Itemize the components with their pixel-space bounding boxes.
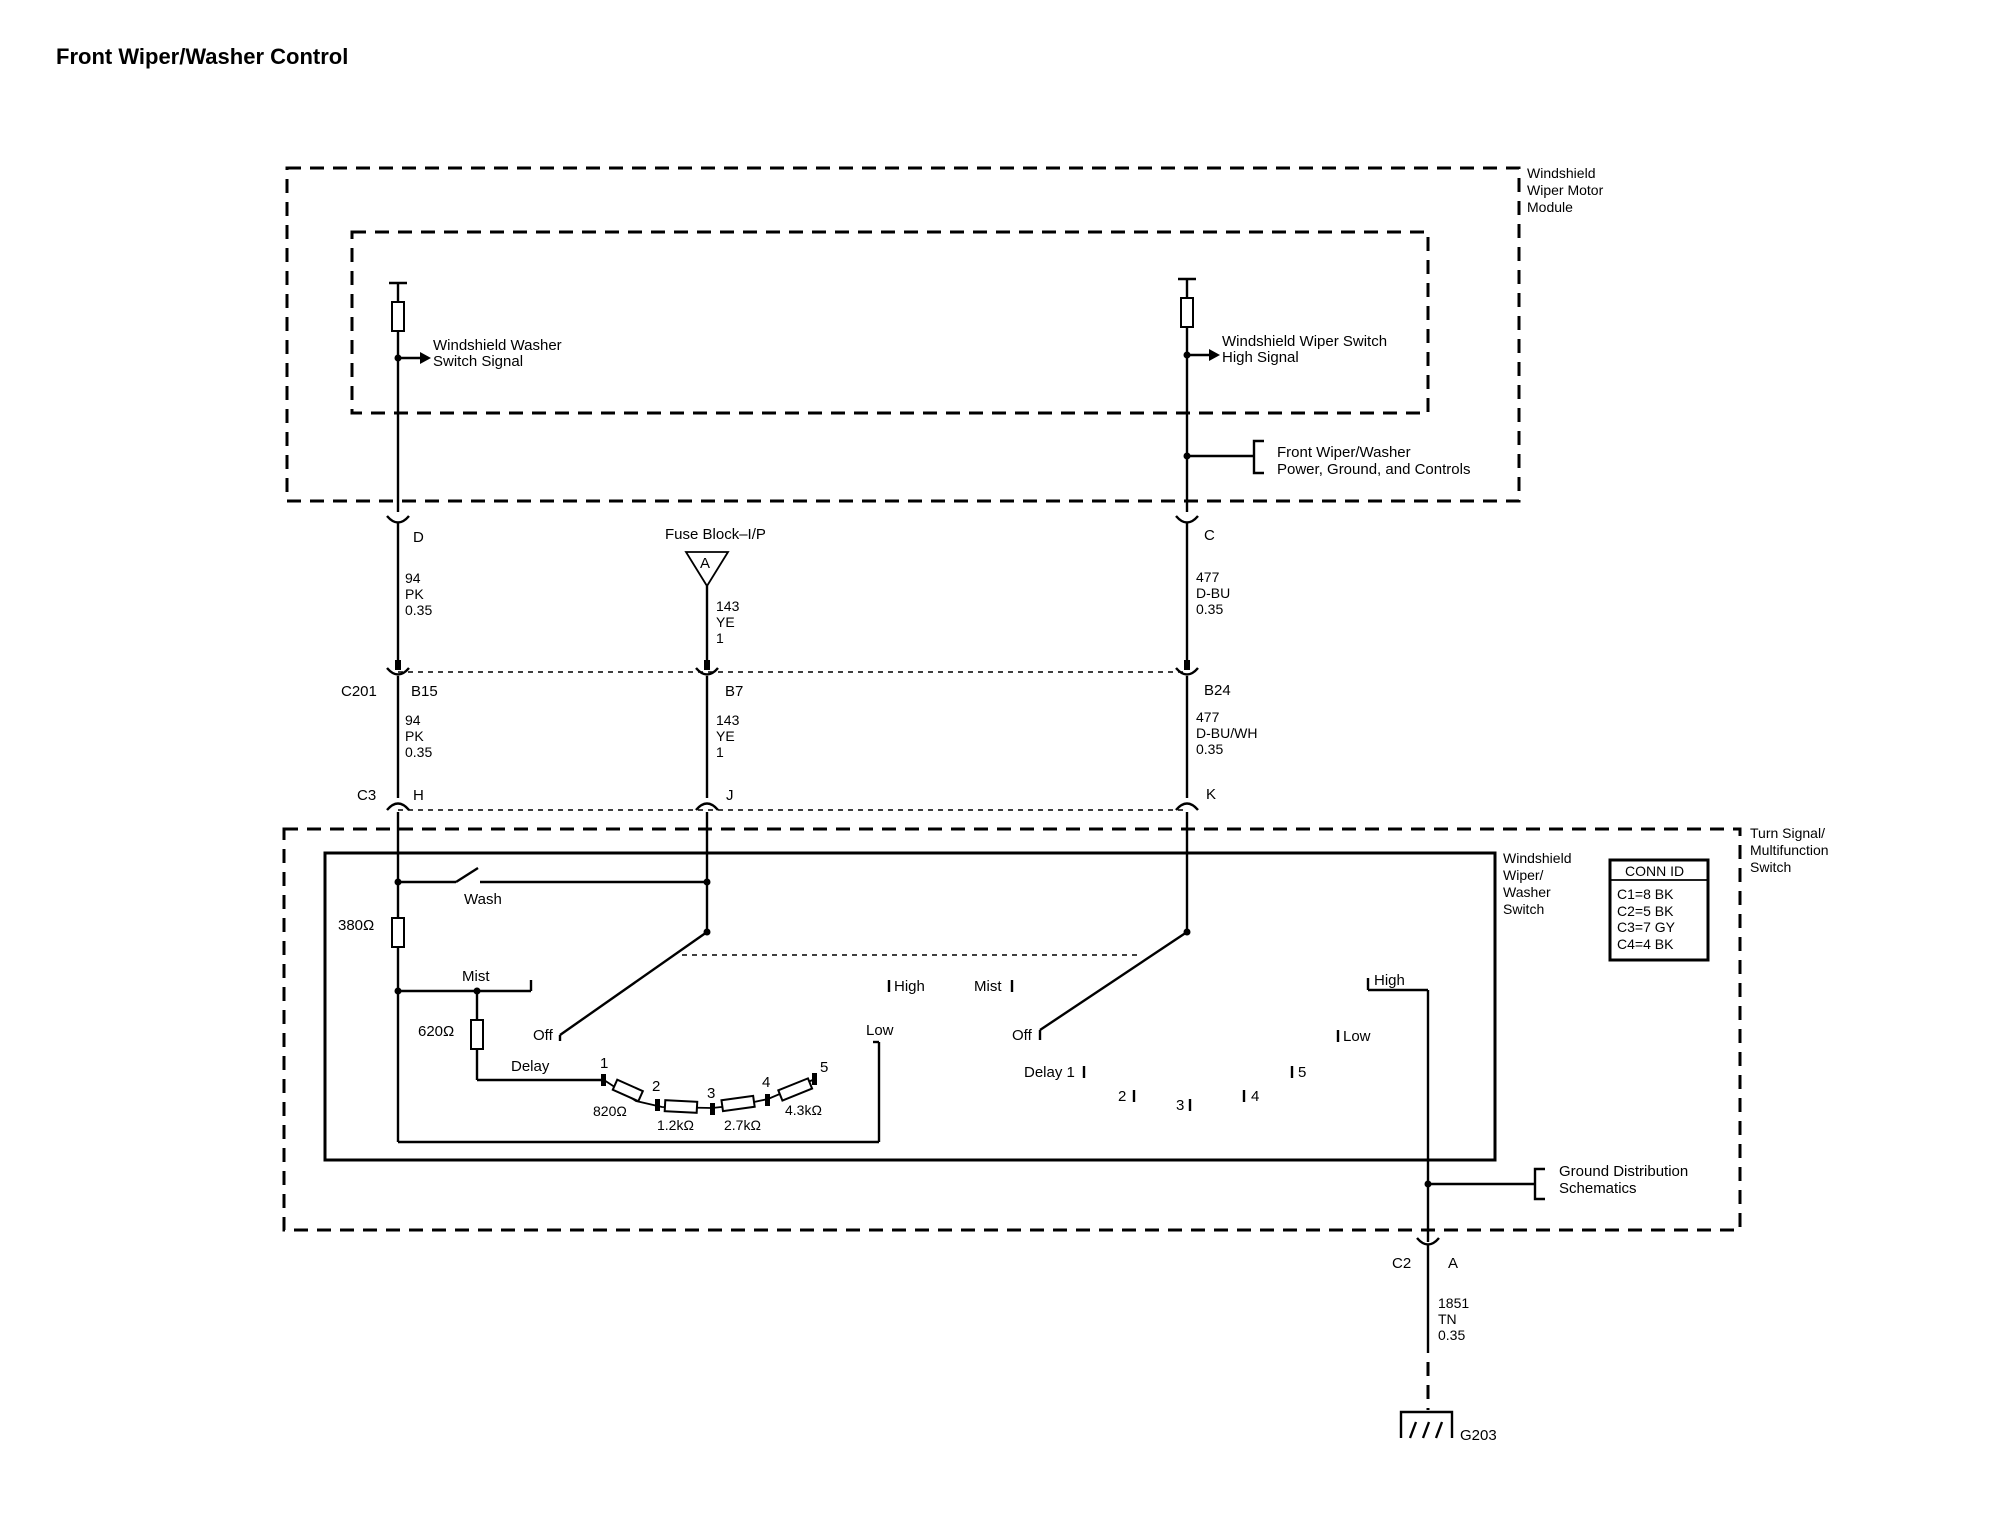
resistor-820 <box>611 1078 645 1103</box>
resistor-4k3 <box>776 1077 814 1102</box>
svg-text:2: 2 <box>652 1078 660 1095</box>
arrow-icon <box>420 352 431 364</box>
high-pullup-resistor <box>1180 297 1194 328</box>
svg-text:C2: C2 <box>1392 1255 1411 1272</box>
resistor-620 <box>470 1019 484 1050</box>
resistor-2k7 <box>720 1094 756 1113</box>
wire-94-pk-lower: 94 PK 0.35 <box>405 712 432 760</box>
svg-text:H: H <box>413 787 424 804</box>
connector-d: D <box>386 515 424 665</box>
connector-c2: C2 A <box>1392 1237 1458 1353</box>
svg-text:Off: Off <box>533 1027 554 1044</box>
svg-text:1.2kΩ: 1.2kΩ <box>657 1117 694 1133</box>
resistor-1k2 <box>663 1099 699 1114</box>
ground-g203: G203 <box>1399 1410 1497 1444</box>
delay-resistor-ladder: 1 2 3 4 5 820Ω 1.2kΩ 2.7kΩ 4.3kΩ <box>593 1055 828 1133</box>
resistor-380 <box>391 917 405 948</box>
svg-text:Delay 1: Delay 1 <box>1024 1064 1075 1081</box>
svg-text:3: 3 <box>707 1085 715 1102</box>
svg-text:C2=5 BK: C2=5 BK <box>1617 903 1674 919</box>
wiper-washer-switch-box <box>323 851 1497 1162</box>
washer-signal-branch: Windshield Washer Switch Signal <box>389 281 566 512</box>
svg-text:C3: C3 <box>357 787 376 804</box>
svg-text:4: 4 <box>762 1074 770 1091</box>
connector-c201: C201 B15 B7 B24 <box>341 660 1231 700</box>
svg-text:B7: B7 <box>725 683 743 700</box>
svg-text:K: K <box>1206 786 1216 803</box>
page-reference-bracket <box>1533 1167 1545 1201</box>
svg-text:Off: Off <box>1012 1027 1033 1044</box>
wiper-high-signal-label: Windshield Wiper Switch High Signal <box>1222 333 1391 366</box>
svg-text:CONN ID: CONN ID <box>1625 863 1684 879</box>
svg-text:2: 2 <box>1118 1088 1126 1105</box>
page-reference-bracket <box>1252 439 1264 475</box>
svg-text:C201: C201 <box>341 683 377 700</box>
turn-signal-switch-boundary <box>282 827 1742 1232</box>
ground-symbol-icon <box>1399 1410 1454 1438</box>
wash-switch: Wash <box>394 812 711 932</box>
connector-c: C <box>1175 515 1215 665</box>
wire-94-pk-upper: 94 PK 0.35 <box>405 570 432 618</box>
wiper-switch-middle-positions: High Mist <box>887 978 1014 995</box>
high-signal-branch: Windshield Wiper Switch High Signal Fron… <box>1178 277 1470 512</box>
svg-text:C4=4 BK: C4=4 BK <box>1617 936 1674 952</box>
svg-text:Low: Low <box>866 1022 894 1039</box>
page-title: Front Wiper/Washer Control <box>56 44 348 69</box>
conn-id-table: CONN ID C1=8 BK C2=5 BK C3=7 GY C4=4 BK <box>1608 858 1710 962</box>
wiper-washer-switch-label: Windshield Wiper/ Washer Switch <box>1503 850 1575 917</box>
svg-text:High: High <box>894 978 925 995</box>
svg-text:B24: B24 <box>1204 682 1231 699</box>
svg-text:380Ω: 380Ω <box>338 917 374 934</box>
svg-text:Delay: Delay <box>511 1058 550 1075</box>
power-ground-reference-label: Front Wiper/Washer Power, Ground, and Co… <box>1277 444 1470 478</box>
svg-text:Mist: Mist <box>974 978 1002 995</box>
svg-text:820Ω: 820Ω <box>593 1103 627 1119</box>
arrow-icon <box>1209 349 1220 361</box>
svg-text:B15: B15 <box>411 683 438 700</box>
washer-pullup-resistor <box>391 301 405 332</box>
fuse-block-ip: Fuse Block–I/P A <box>665 526 766 665</box>
svg-text:C1=8 BK: C1=8 BK <box>1617 886 1674 902</box>
wiper-switch-right: Off Delay 1 2 3 4 5 Low High <box>1012 812 1430 1242</box>
wiper-motor-inner-boundary <box>350 230 1430 415</box>
svg-text:Wash: Wash <box>464 891 502 908</box>
svg-text:C: C <box>1204 527 1215 544</box>
wire-143-ye-lower: 143 YE 1 <box>716 712 743 760</box>
mist-delay-network: 380Ω Mist 620Ω Delay Low <box>338 917 894 1144</box>
washer-signal-label: Windshield Washer Switch Signal <box>433 337 566 370</box>
svg-text:1: 1 <box>600 1055 608 1072</box>
svg-text:Fuse Block–I/P: Fuse Block–I/P <box>665 526 766 543</box>
svg-text:Low: Low <box>1343 1028 1371 1045</box>
svg-text:2.7kΩ: 2.7kΩ <box>724 1117 761 1133</box>
svg-text:A: A <box>700 555 710 572</box>
svg-text:G203: G203 <box>1460 1427 1497 1444</box>
svg-text:4.3kΩ: 4.3kΩ <box>785 1102 822 1118</box>
svg-text:Mist: Mist <box>462 968 490 985</box>
connector-c3: C3 H J K <box>357 786 1216 811</box>
svg-text:A: A <box>1448 1255 1458 1272</box>
svg-text:D: D <box>413 529 424 546</box>
ground-reference: Ground Distribution Schematics <box>1424 1163 1692 1201</box>
ground-distribution-label: Ground Distribution Schematics <box>1559 1163 1692 1197</box>
svg-text:5: 5 <box>820 1059 828 1076</box>
wire-477-dbu-upper: 477 D-BU 0.35 <box>1196 569 1234 617</box>
svg-text:4: 4 <box>1251 1088 1259 1105</box>
wire-477-dbuwh-lower: 477 D-BU/WH 0.35 <box>1196 709 1261 757</box>
fuse-triangle-icon <box>684 551 730 588</box>
svg-text:C3=7 GY: C3=7 GY <box>1617 919 1676 935</box>
svg-text:3: 3 <box>1176 1097 1184 1114</box>
wiper-switch-left: Off <box>533 928 711 1044</box>
wire-143-ye-upper: 143 YE 1 <box>716 598 743 646</box>
wire-1851-tn: 1851 TN 0.35 <box>1438 1295 1473 1343</box>
svg-text:620Ω: 620Ω <box>418 1023 454 1040</box>
wiper-motor-module-label: Windshield Wiper Motor Module <box>1527 165 1607 215</box>
svg-text:5: 5 <box>1298 1064 1306 1081</box>
svg-text:J: J <box>726 787 734 804</box>
turn-signal-switch-label: Turn Signal/ Multifunction Switch <box>1750 825 1832 875</box>
svg-text:High: High <box>1374 972 1405 989</box>
